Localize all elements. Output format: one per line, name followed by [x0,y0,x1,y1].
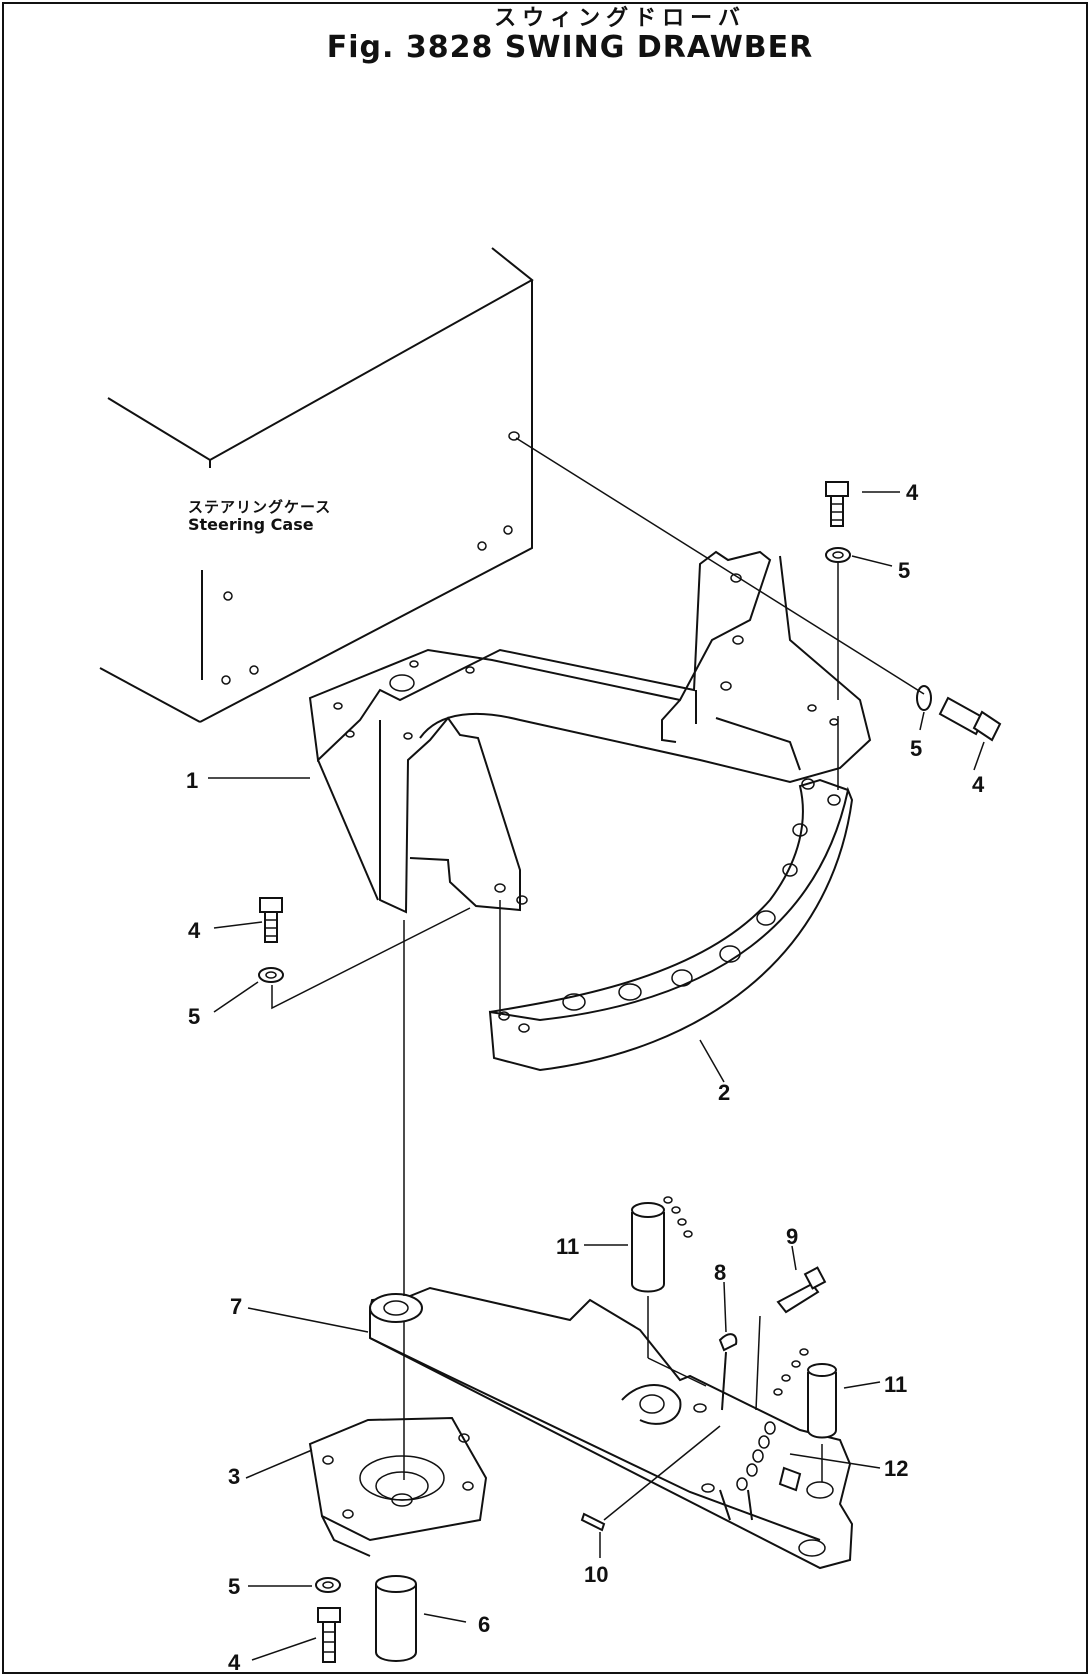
part-9-bolt [776,1266,827,1314]
part-11-pin-upper [631,1196,693,1293]
callout-11: 11 [556,1234,579,1259]
part-8-cotter-pin [718,1333,738,1411]
part-1-bracket [308,550,872,914]
part-12-chain [736,1421,802,1492]
callout-9: 9 [786,1224,798,1249]
steering-case [99,247,534,723]
callout-4: 4 [188,918,201,943]
steering-case-label: Steering Case [188,515,314,534]
callout-5: 5 [898,558,910,583]
callout-5: 5 [188,1004,200,1029]
part-2-curved-rail [488,778,854,1072]
part-10-spring-pin [580,1512,606,1532]
callout-5: 5 [910,736,922,761]
washer-5-bottom [315,1577,341,1593]
callout-numbers: 4 5 5 4 1 4 5 2 11 9 8 7 11 12 3 10 5 6 … [186,480,985,1675]
part-7-drawbar [369,1286,854,1570]
callout-2: 2 [718,1080,730,1105]
callout-10: 10 [584,1562,608,1587]
washer-5-top-right [825,547,851,563]
leader-lines [208,491,985,1661]
callout-7: 7 [230,1294,242,1319]
callout-8: 8 [714,1260,726,1285]
callout-5: 5 [228,1574,240,1599]
callout-12: 12 [884,1456,908,1481]
callout-4: 4 [906,480,919,505]
callout-4: 4 [228,1650,241,1675]
figure-title: Fig. 3828 SWING DRAWBER [326,30,814,65]
callout-11: 11 [884,1372,907,1397]
figure-title-japanese: スウィングドローバ [494,6,746,31]
part-11-pin-right [773,1348,837,1439]
washer-5-left [258,967,284,983]
part-6-pin [375,1575,417,1662]
callout-1: 1 [186,768,198,793]
washer-5-right [916,685,932,711]
part-3-base-plate [308,1416,488,1557]
bolt-4-left [259,897,283,943]
callout-6: 6 [478,1612,490,1637]
bolt-4-top-right [825,481,849,527]
bolt-4-right [938,696,1002,742]
callout-4: 4 [972,772,985,797]
steering-case-label-japanese: ステアリングケース [188,498,332,516]
bolt-4-bottom [317,1607,341,1663]
assembly-lines [271,437,925,1521]
callout-3: 3 [228,1464,240,1489]
